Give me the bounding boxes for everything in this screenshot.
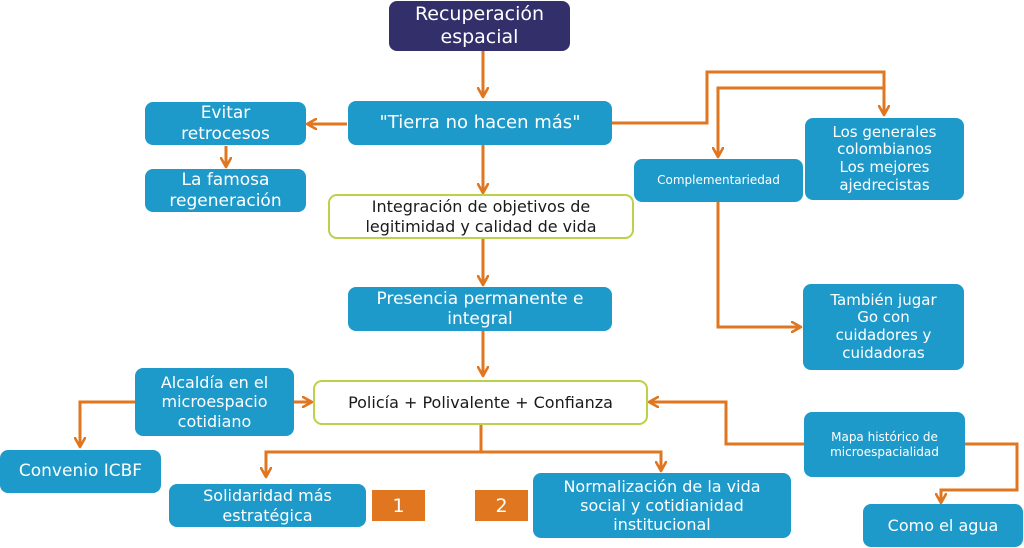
node-los-generales-colombianos: Los generales colombianos Los mejores aj… [805,118,964,200]
node-convenio-icbf: Convenio ICBF [0,450,161,493]
edge-policia-solidaridad [266,450,481,476]
node-tierra-no-hacen-mas: "Tierra no hacen más" [348,101,612,145]
edge-mapa-policia [650,402,804,446]
edge-alcaldia-convenio [80,400,135,446]
node-complementariedad: Complementariedad [634,159,803,202]
edge-tierra-complementariedad [718,86,884,156]
node-policia-polivalente-confianza: Policía + Polivalente + Confianza [313,380,648,425]
edge-policia-normalizacion [481,450,661,470]
tag-number-1: 1 [372,490,425,521]
node-recuperacion-espacial: Recuperación espacial [389,1,570,51]
node-normalizacion-vida-social: Normalización de la vida social y cotidi… [533,473,791,538]
node-mapa-historico: Mapa histórico de microespacialidad [804,412,965,477]
tag-number-2: 2 [475,490,528,521]
edge-tierra-generales [612,70,884,125]
node-solidaridad-estrategica: Solidaridad más estratégica [169,484,366,527]
node-evitar-retrocesos: Evitar retrocesos [145,102,306,145]
edge-mapa-agua [941,442,1019,502]
edge-complementariedad-go [716,202,800,327]
node-tambien-jugar-go: También jugar Go con cuidadores y cuidad… [803,284,964,370]
node-la-famosa-regeneracion: La famosa regeneración [145,169,306,212]
node-presencia-permanente: Presencia permanente e integral [348,287,612,331]
node-como-el-agua: Como el agua [863,504,1023,547]
node-alcaldia-microespacio: Alcaldía en el microespacio cotidiano [135,368,294,436]
node-integracion-objetivos: Integración de objetivos de legitimidad … [328,194,634,239]
